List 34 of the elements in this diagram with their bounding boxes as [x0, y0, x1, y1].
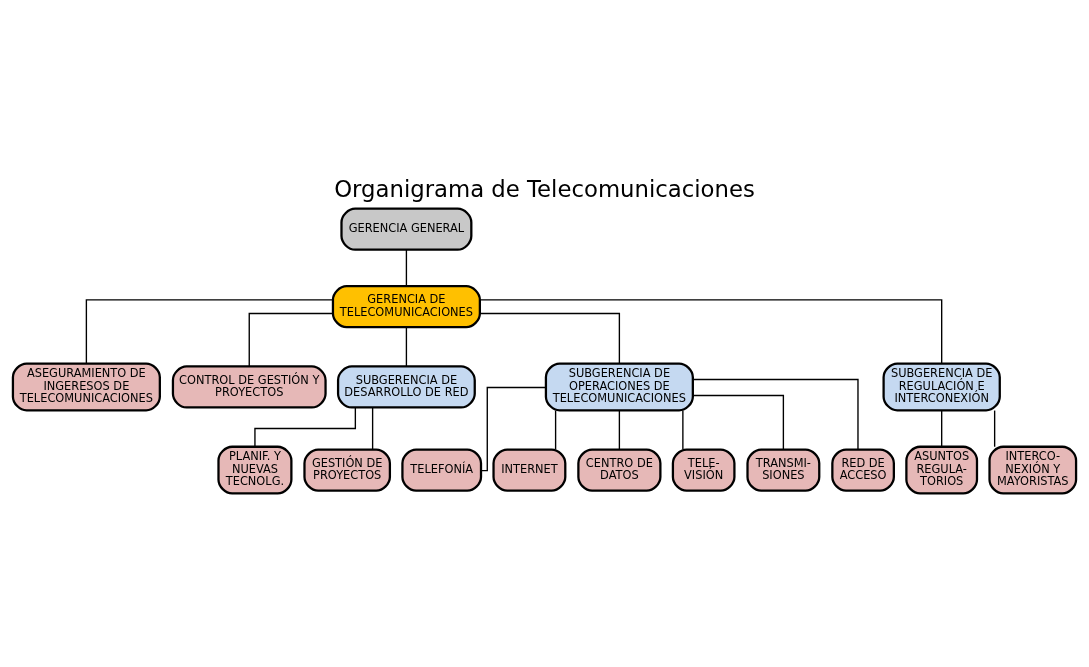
- node-box: GERENCIA DE TELECOMUNICACIONES: [331, 284, 481, 328]
- connector: [248, 312, 334, 367]
- node-box: GESTIÓN DE PROYECTOS: [303, 447, 392, 492]
- connector: [371, 406, 374, 450]
- node-box: INTERNET: [492, 447, 567, 492]
- connector: [254, 406, 357, 447]
- node-box: CONTROL DE GESTIÓN Y PROYECTOS: [171, 364, 327, 409]
- connector: [405, 326, 408, 367]
- connector: [85, 298, 334, 364]
- connector: [618, 409, 621, 450]
- node-box: INTERCO- NEXIÓN Y MAYORISTAS: [988, 445, 1078, 495]
- connector: [682, 409, 684, 450]
- connector: [479, 312, 621, 364]
- connector: [941, 409, 943, 447]
- node-box: ASUNTOS REGULA- TORIOS: [905, 445, 979, 495]
- node-box: ASEGURAMIENTO DE INGERESOS DE TELECOMUNICACIONES: [11, 361, 161, 411]
- node-box: GERENCIA GENERAL: [340, 207, 473, 251]
- node-box: SUBGERENCIA DE DESARROLLO DE RED: [336, 364, 476, 409]
- connector: [692, 378, 859, 450]
- node-box: CENTRO DE DATOS: [577, 447, 662, 492]
- node-box: SUBGERENCIA DE REGULACIÓN E INTERCONEXIÓN: [882, 361, 1001, 411]
- connector: [554, 409, 557, 450]
- connector: [480, 386, 547, 471]
- node-box: TELE- VISIÓN: [671, 447, 736, 492]
- connector: [479, 298, 943, 364]
- node-box: PLANIF. Y NUEVAS TECNOLG.: [217, 445, 293, 495]
- node-box: TELEFONÍA: [401, 447, 483, 492]
- node-box: RED DE ACCESO: [831, 447, 895, 492]
- node-box: TRANSMI- SIONES: [746, 447, 821, 492]
- node-box: SUBGERENCIA DE OPERACIONES DE TELECOMUNICACIONES: [544, 361, 694, 411]
- diagram-title: Organigrama de Telecomunicaciones: [334, 175, 755, 202]
- connector: [405, 248, 408, 287]
- connector: [993, 409, 996, 447]
- connector: [692, 394, 785, 450]
